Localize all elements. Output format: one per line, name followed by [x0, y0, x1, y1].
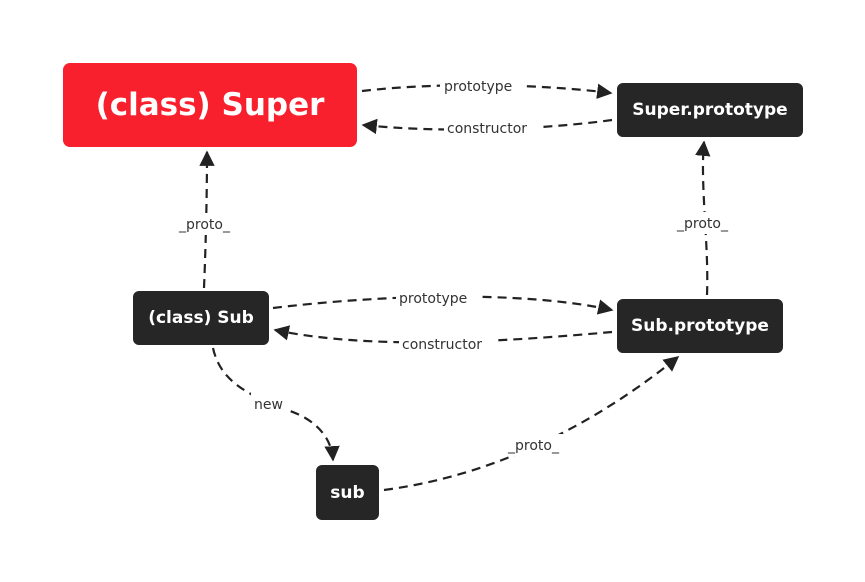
node-super-prototype[interactable]: Super.prototype [617, 83, 803, 137]
edge-sub-constructor [273, 325, 613, 344]
node-instance-sub[interactable]: sub [316, 465, 379, 520]
edge-sub-new [211, 347, 340, 462]
edge-label-subproto-proto-superproto: _proto_ [676, 216, 729, 232]
edge-label-sub-prototype: prototype [399, 291, 467, 307]
edge-label-super-constructor: constructor [447, 121, 527, 137]
edge-instance-proto [383, 356, 680, 492]
edge-sub-prototype [272, 295, 614, 315]
node-sub-prototype[interactable]: Sub.prototype [617, 299, 783, 353]
edge-label-instance-proto: _proto_ [507, 438, 560, 454]
edge-label-sub-new: new [254, 397, 283, 413]
edge-label-sub-constructor: constructor [402, 337, 482, 353]
edge-sub-proto-super [199, 150, 215, 289]
node-class-super[interactable]: (class) Super [63, 63, 357, 147]
node-class-sub[interactable]: (class) Sub [133, 291, 269, 345]
edge-label-super-prototype: prototype [444, 79, 512, 95]
edge-label-sub-proto-super: _proto_ [178, 217, 231, 233]
